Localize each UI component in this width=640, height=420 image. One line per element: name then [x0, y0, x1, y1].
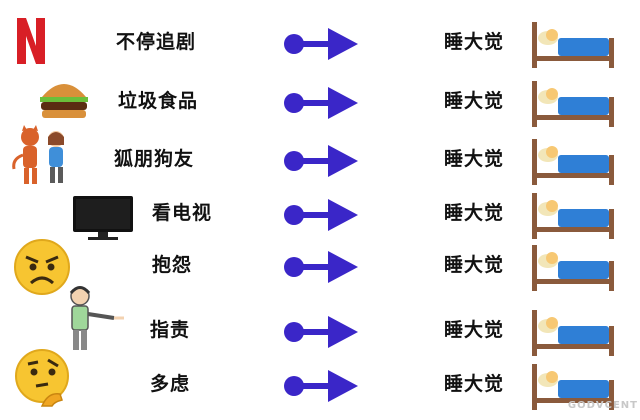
- arrow-icon: [284, 87, 358, 119]
- cause-label: 不停追剧: [116, 31, 197, 53]
- result-label: 睡大觉: [444, 373, 505, 395]
- cause-label: 看电视: [152, 202, 213, 224]
- sleeping-in-bed-icon: [532, 310, 614, 356]
- row-binge-watching: 不停追剧 睡大觉: [0, 18, 640, 78]
- netflix-logo-icon: [14, 16, 48, 70]
- arrow-icon: [284, 251, 358, 283]
- arrow-icon: [284, 28, 358, 60]
- cause-label: 垃圾食品: [118, 90, 199, 112]
- row-complaining: 抱怨 睡大觉: [0, 239, 640, 301]
- watermark: GODVCENT: [567, 400, 638, 411]
- row-overthinking: 多虑 睡大觉: [0, 349, 640, 420]
- sleeping-in-bed-icon: [532, 364, 614, 410]
- arrow-icon: [284, 145, 358, 177]
- angry-face-icon: [12, 237, 72, 301]
- result-label: 睡大觉: [444, 202, 505, 224]
- result-label: 睡大觉: [444, 148, 505, 170]
- cause-label: 多虑: [150, 373, 191, 395]
- row-blaming: 指责 睡大觉: [0, 286, 640, 366]
- cause-label: 抱怨: [152, 254, 193, 276]
- result-label: 睡大觉: [444, 90, 505, 112]
- result-label: 睡大觉: [444, 319, 505, 341]
- result-label: 睡大觉: [444, 254, 505, 276]
- tv-icon: [72, 195, 134, 245]
- arrow-icon: [284, 199, 358, 231]
- sleeping-in-bed-icon: [532, 245, 614, 291]
- sleeping-in-bed-icon: [532, 81, 614, 127]
- row-bad-friends: 狐朋狗友 睡大觉: [0, 125, 640, 195]
- bad-friends-icon: [8, 125, 74, 191]
- sleeping-in-bed-icon: [532, 139, 614, 185]
- arrow-icon: [284, 316, 358, 348]
- pointing-person-icon: [62, 284, 126, 358]
- row-junk-food: 垃圾食品 睡大觉: [0, 81, 640, 137]
- sleeping-in-bed-icon: [532, 193, 614, 239]
- arrow-icon: [284, 370, 358, 402]
- row-watching-tv: 看电视 睡大觉: [0, 193, 640, 249]
- cause-label: 狐朋狗友: [114, 148, 195, 170]
- sleeping-in-bed-icon: [532, 22, 614, 68]
- burger-icon: [36, 77, 92, 125]
- result-label: 睡大觉: [444, 31, 505, 53]
- cause-label: 指责: [150, 319, 191, 341]
- thinking-face-icon: [12, 348, 72, 412]
